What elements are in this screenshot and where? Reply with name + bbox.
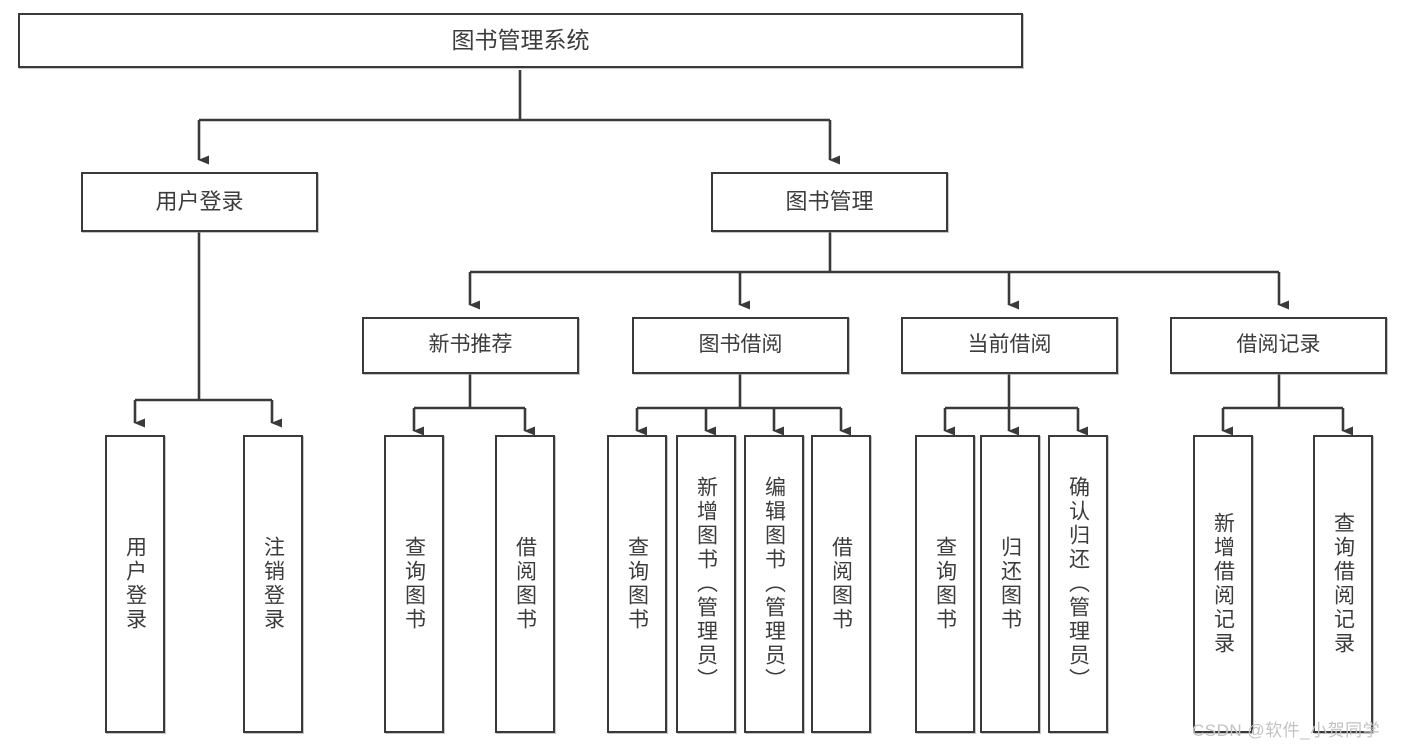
node-book-manage-label: 图书管理 — [785, 189, 874, 215]
node-root[interactable]: 图书管理系统 — [18, 13, 1023, 68]
node-book-borrow-label: 图书借阅 — [698, 333, 783, 357]
node-borrow-record[interactable]: 借阅记录 — [1170, 317, 1387, 374]
node-leaf-borrow-edit[interactable]: 编辑图书（管理员） — [744, 435, 804, 733]
node-leaf-record-add[interactable]: 新增借阅记录 — [1193, 435, 1253, 733]
node-book-manage[interactable]: 图书管理 — [711, 172, 948, 232]
node-leaf-record-add-label: 新增借阅记录 — [1211, 512, 1235, 656]
node-leaf-borrow-query-label: 查询图书 — [625, 536, 649, 632]
node-current-borrow-label: 当前借阅 — [967, 333, 1052, 357]
node-leaf-borrow-query[interactable]: 查询图书 — [607, 435, 667, 733]
node-user-login-label: 用户登录 — [155, 189, 244, 215]
node-new-book-recommend-label: 新书推荐 — [428, 333, 513, 357]
node-leaf-user-login-label: 用户登录 — [123, 536, 147, 632]
node-leaf-user-logout[interactable]: 注销登录 — [243, 435, 303, 733]
node-leaf-record-query-label: 查询借阅记录 — [1331, 512, 1355, 656]
node-user-login[interactable]: 用户登录 — [81, 172, 318, 232]
node-leaf-recommend-borrow-label: 借阅图书 — [513, 536, 537, 632]
node-leaf-recommend-query[interactable]: 查询图书 — [384, 435, 444, 733]
node-new-book-recommend[interactable]: 新书推荐 — [362, 317, 579, 374]
node-leaf-borrow-add[interactable]: 新增图书（管理员） — [676, 435, 736, 733]
csdn-watermark: CSDN @软件_小贺同学 — [1192, 721, 1381, 740]
node-leaf-recommend-query-label: 查询图书 — [402, 536, 426, 632]
node-current-borrow[interactable]: 当前借阅 — [901, 317, 1118, 374]
node-leaf-recommend-borrow[interactable]: 借阅图书 — [495, 435, 555, 733]
node-leaf-current-query[interactable]: 查询图书 — [915, 435, 975, 733]
node-leaf-borrow-lend-label: 借阅图书 — [829, 536, 853, 632]
node-borrow-record-label: 借阅记录 — [1236, 333, 1321, 357]
node-leaf-record-query[interactable]: 查询借阅记录 — [1313, 435, 1373, 733]
node-leaf-current-confirm-label: 确认归还（管理员） — [1066, 476, 1090, 692]
node-leaf-user-login[interactable]: 用户登录 — [105, 435, 165, 733]
node-leaf-user-logout-label: 注销登录 — [261, 536, 285, 632]
node-root-label: 图书管理系统 — [451, 26, 590, 53]
node-leaf-current-confirm[interactable]: 确认归还（管理员） — [1048, 435, 1108, 733]
node-leaf-current-return-label: 归还图书 — [998, 536, 1022, 632]
node-leaf-current-return[interactable]: 归还图书 — [980, 435, 1040, 733]
node-leaf-current-query-label: 查询图书 — [933, 536, 957, 632]
node-leaf-borrow-add-label: 新增图书（管理员） — [694, 476, 718, 692]
node-leaf-borrow-edit-label: 编辑图书（管理员） — [762, 476, 786, 692]
node-leaf-borrow-lend[interactable]: 借阅图书 — [811, 435, 871, 733]
node-book-borrow[interactable]: 图书借阅 — [632, 317, 849, 374]
